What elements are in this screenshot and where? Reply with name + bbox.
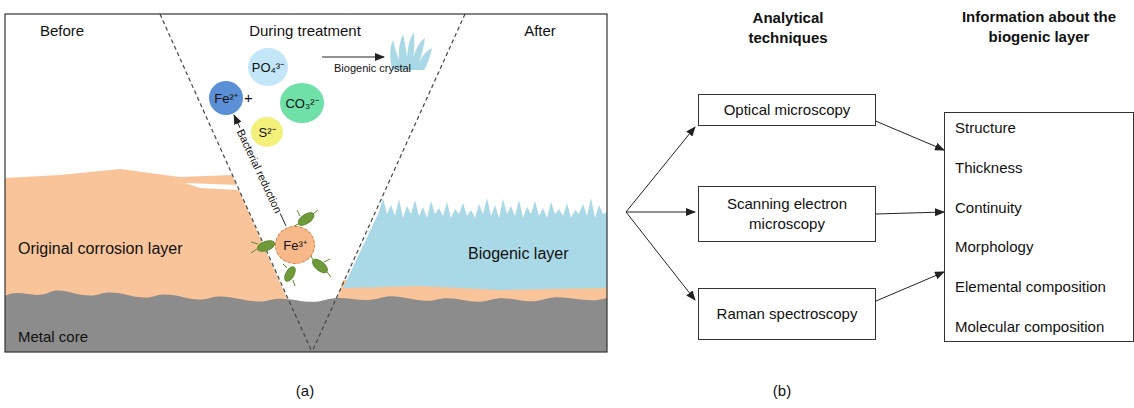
- ion-circle: Fe³⁺: [275, 226, 315, 264]
- list-item: Structure: [955, 119, 1125, 136]
- ion-circle: CO₃²⁻: [280, 83, 324, 123]
- bacteria: [251, 210, 331, 286]
- technique-box: Optical microscopy: [698, 94, 876, 126]
- node-text: Fe³⁺: [283, 236, 307, 254]
- panel-ground: [5, 14, 607, 352]
- panel-frame: [5, 14, 607, 352]
- list-item: Continuity: [955, 199, 1125, 216]
- panel-heading: During treatment: [249, 22, 361, 39]
- node-text: Scanning electron microscopy: [707, 194, 867, 235]
- node-text: Optical microscopy: [724, 100, 851, 120]
- panel-heading: After: [524, 22, 556, 39]
- node-text: S²⁻: [259, 123, 276, 141]
- layer-label: Biogenic layer: [468, 245, 569, 263]
- box-heading: Information about the biogenic layer: [945, 7, 1133, 48]
- fan-arrows: [626, 127, 695, 300]
- technique-box: Scanning electron microscopy: [698, 186, 876, 242]
- node-text: CO₃²⁻: [285, 94, 318, 112]
- connector-arrow: [876, 121, 944, 150]
- list-item: Thickness: [955, 159, 1125, 176]
- panel-letter: (a): [296, 382, 314, 399]
- ion-circle: Fe²⁺: [209, 81, 243, 115]
- connector-arrow: [876, 212, 944, 214]
- biogenic-layer-shape: [343, 198, 607, 290]
- layer-label: Metal core: [18, 328, 88, 345]
- metal-core-shape: [5, 290, 607, 352]
- list-item: Elemental composition: [955, 278, 1125, 295]
- panel-letter: (b): [773, 382, 791, 399]
- arrow-label: Biogenic crystal: [334, 62, 411, 74]
- arrow: [322, 57, 384, 58]
- node-text: Raman spectroscopy: [717, 304, 858, 324]
- plus-sign: +: [244, 89, 253, 106]
- connector-arrow: [876, 272, 944, 301]
- column-heading: Analytical techniques: [723, 8, 853, 49]
- ion-circle: PO₄³⁻: [248, 48, 288, 86]
- node-text: Fe²⁺: [214, 89, 238, 107]
- connector-arrow: [234, 115, 286, 226]
- dashed-divider: [160, 14, 312, 352]
- list-item: Morphology: [955, 238, 1125, 255]
- panel-heading: Before: [40, 22, 84, 39]
- technique-box: Raman spectroscopy: [698, 288, 876, 340]
- corrosion-layer-left: [5, 169, 293, 312]
- node-text: PO₄³⁻: [252, 58, 284, 76]
- layer-label: Original corrosion layer: [18, 240, 183, 258]
- dashed-divider: [312, 14, 465, 352]
- information-box: Information about the biogenic layerStru…: [944, 112, 1134, 342]
- crack: [185, 183, 240, 190]
- ion-circle: S²⁻: [251, 117, 283, 147]
- list-item: Molecular composition: [955, 318, 1125, 335]
